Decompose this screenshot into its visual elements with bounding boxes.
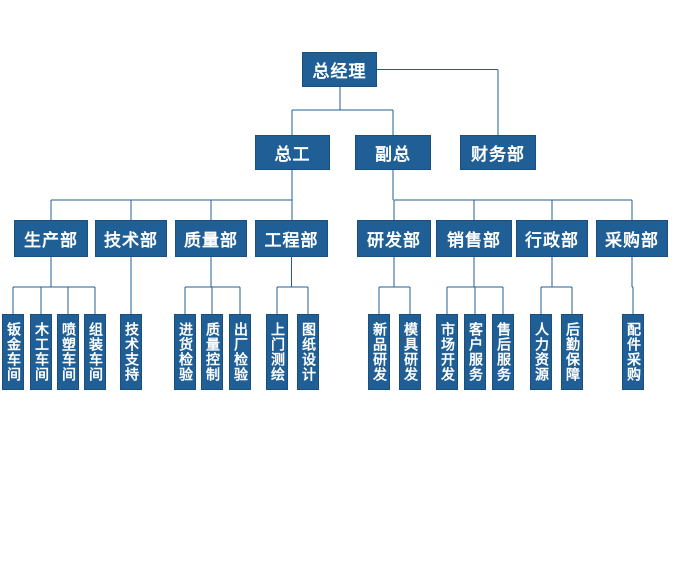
unit-technical-support: 技术支持 xyxy=(120,314,142,390)
unit-woodwork-workshop: 木工车间 xyxy=(30,314,52,390)
unit-assembly-workshop: 组装车间 xyxy=(84,314,106,390)
dept-engineering: 工程部 xyxy=(255,220,328,257)
node-general-manager: 总经理 xyxy=(302,52,377,87)
unit-parts-purchasing: 配件采购 xyxy=(622,314,644,390)
dept-quality: 质量部 xyxy=(175,220,247,257)
unit-customer-service: 客户服务 xyxy=(464,314,486,390)
unit-mold-rnd: 模具研发 xyxy=(399,314,421,390)
unit-market-development: 市场开发 xyxy=(436,314,458,390)
dept-production: 生产部 xyxy=(14,220,88,257)
unit-outgoing-inspection: 出厂检验 xyxy=(229,314,251,390)
dept-admin: 行政部 xyxy=(516,220,588,257)
dept-purchasing: 采购部 xyxy=(596,220,668,257)
unit-new-product-rnd: 新品研发 xyxy=(368,314,390,390)
unit-quality-control: 质量控制 xyxy=(201,314,223,390)
unit-sheet-metal-workshop: 钣金车间 xyxy=(2,314,24,390)
unit-human-resources: 人力资源 xyxy=(530,314,552,390)
dept-rnd: 研发部 xyxy=(357,220,431,257)
unit-powder-coating-workshop: 喷塑车间 xyxy=(57,314,79,390)
unit-incoming-inspection: 进货检验 xyxy=(174,314,196,390)
unit-logistics-support: 后勤保障 xyxy=(561,314,583,390)
dept-technology: 技术部 xyxy=(95,220,167,257)
dept-sales: 销售部 xyxy=(436,220,512,257)
node-deputy-general: 副总 xyxy=(355,135,431,170)
unit-after-sales-service: 售后服务 xyxy=(492,314,514,390)
unit-drawing-design: 图纸设计 xyxy=(297,314,319,390)
unit-onsite-survey: 上门测绘 xyxy=(266,314,288,390)
node-chief-engineer: 总工 xyxy=(255,135,330,170)
node-finance-dept: 财务部 xyxy=(460,135,536,170)
